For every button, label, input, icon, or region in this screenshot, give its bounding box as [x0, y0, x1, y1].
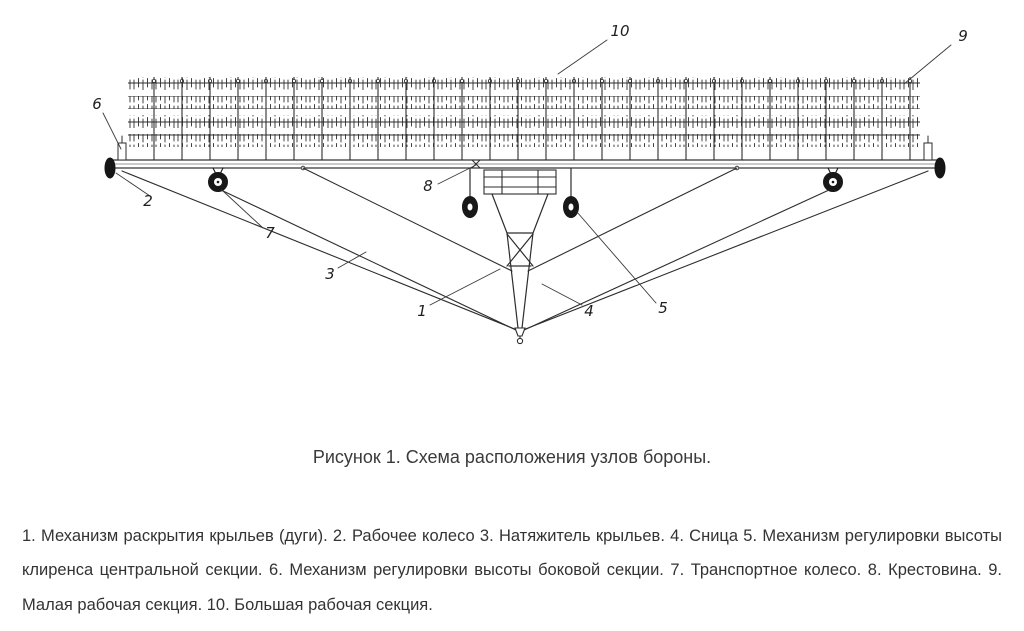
- callout-2-leader: [115, 172, 151, 197]
- callout-6-leader: [102, 112, 122, 150]
- right-work-wheel: [934, 157, 946, 179]
- callout-5-leader: [576, 211, 657, 304]
- callout-10-leader: [557, 39, 608, 75]
- callout-7-leader: [222, 190, 264, 229]
- callout-9: 9: [958, 27, 968, 45]
- callout-leaders: [102, 39, 952, 306]
- right-wheel-stay: [521, 189, 830, 332]
- callout-numbers: 10 9 6 2 7 8 3 1 4 5: [92, 22, 968, 320]
- hitch: [514, 327, 526, 345]
- tine-row: [128, 77, 920, 90]
- center-left-wheel: [462, 167, 478, 218]
- callout-10: 10: [610, 22, 629, 40]
- callout-1: 1: [417, 302, 427, 320]
- harrow-schematic: 10 9 6 2 7 8 3 1 4 5: [92, 22, 968, 345]
- right-side-height-mechanism: [923, 135, 933, 161]
- callout-8-leader: [437, 164, 477, 185]
- callout-9-leader: [903, 44, 952, 85]
- left-opening-arm: [302, 167, 513, 272]
- drawbar: [491, 193, 549, 329]
- right-opening-arm: [527, 167, 738, 272]
- callout-7: 7: [265, 224, 275, 242]
- callout-5: 5: [658, 299, 668, 317]
- callout-4: 4: [584, 302, 594, 320]
- callout-3: 3: [325, 265, 335, 283]
- figure-caption: Рисунок 1. Схема расположения узлов боро…: [312, 447, 712, 467]
- left-work-wheel: [104, 157, 116, 179]
- right-tensioner: [522, 170, 929, 331]
- tine-row: [128, 96, 920, 109]
- left-side-height-mechanism: [117, 135, 127, 161]
- tine-rows: [128, 77, 920, 147]
- figure-legend: 1. Механизм раскрытия крыльев (дуги). 2.…: [22, 526, 1002, 615]
- callout-6: 6: [92, 95, 102, 113]
- left-transport-wheel: [208, 167, 228, 192]
- callout-3-leader: [337, 251, 367, 269]
- tine-row: [128, 115, 920, 128]
- main-beam: [112, 159, 938, 171]
- tine-row: [128, 134, 920, 147]
- center-section-frame: [483, 169, 557, 195]
- callout-1-leader: [429, 268, 501, 306]
- wing-tension-lines: [121, 167, 929, 332]
- left-wheel-stay: [220, 189, 519, 332]
- callout-8: 8: [423, 177, 433, 195]
- callout-2: 2: [143, 192, 153, 210]
- left-tensioner: [121, 170, 518, 331]
- center-right-wheel: [563, 167, 579, 218]
- callout-4-leader: [541, 283, 583, 306]
- right-transport-wheel: [823, 167, 843, 192]
